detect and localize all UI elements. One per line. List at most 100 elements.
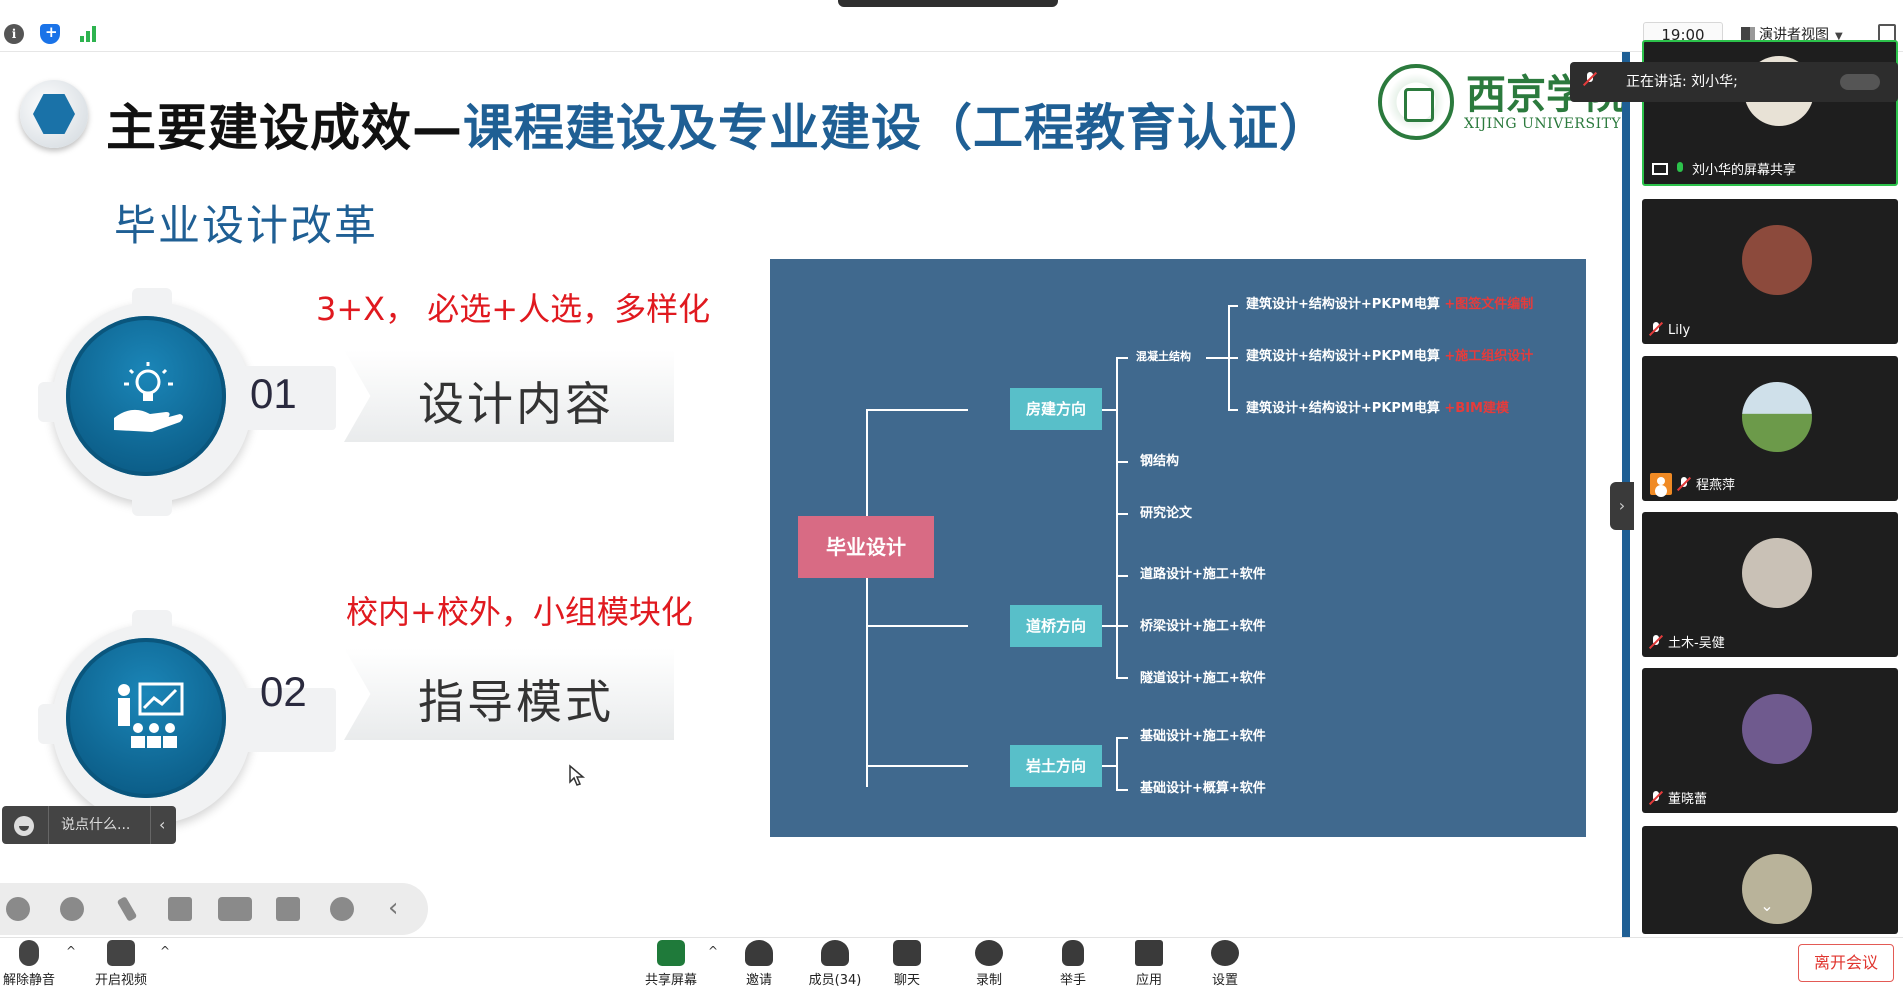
- scroll-down-icon[interactable]: ⌄: [1760, 896, 1774, 915]
- item-number: 02: [260, 668, 307, 715]
- item-gear: [38, 288, 336, 516]
- diagram-direction-node: 岩土方向: [1010, 745, 1102, 787]
- apps-button[interactable]: 应用: [1114, 940, 1184, 988]
- invite-icon: [745, 940, 773, 966]
- participant-name: Lily: [1650, 322, 1690, 338]
- item-label: 指导模式: [418, 675, 614, 729]
- participant-name: 土木-吴健: [1650, 632, 1725, 651]
- mic-muted-icon: [1650, 791, 1662, 805]
- emoji-icon[interactable]: [14, 816, 34, 836]
- raise-hand-icon: [1062, 940, 1084, 966]
- share-screen-button[interactable]: 共享屏幕: [636, 940, 706, 988]
- active-speaker-banner: 正在讲话: 刘小华;: [1570, 62, 1898, 102]
- participant-tile[interactable]: 董晓蕾: [1642, 668, 1898, 813]
- mic-on-icon: [1674, 162, 1686, 176]
- active-speaker-text: 正在讲话: 刘小华;: [1626, 74, 1738, 90]
- slide-subtitle: 毕业设计改革: [114, 201, 379, 250]
- shared-slide: 主要建设成效—课程建设及专业建设（工程教育认证） 西京学院 XIJING UNI…: [0, 52, 1622, 937]
- record-button[interactable]: 录制: [954, 940, 1024, 988]
- diagram-sub-node: 混凝土结构: [1136, 350, 1191, 363]
- network-signal-icon[interactable]: [78, 24, 98, 44]
- participant-tile[interactable]: Lily: [1642, 199, 1898, 344]
- invite-button[interactable]: 邀请: [724, 940, 794, 988]
- participant-tile[interactable]: 程燕萍: [1642, 356, 1898, 501]
- diagram-direction-node: 道桥方向: [1010, 605, 1102, 647]
- collapse-panel-button[interactable]: ›: [1610, 482, 1634, 530]
- settings-button[interactable]: 设置: [1190, 940, 1260, 988]
- collapse-toolbar-icon[interactable]: ‹: [388, 893, 399, 923]
- mic-muted-icon: [1678, 477, 1690, 491]
- camera-icon[interactable]: [218, 897, 252, 921]
- diagram-sub-node: 钢结构: [1140, 454, 1180, 469]
- screenshot-icon[interactable]: [168, 897, 192, 921]
- avatar: [1742, 854, 1812, 924]
- slide-title-highlight: 课程建设及专业建设（工程教育认证）: [463, 99, 1330, 157]
- window-drag-handle[interactable]: [838, 0, 1058, 7]
- item-number: 01: [250, 370, 297, 417]
- teacher-presentation-icon: [66, 638, 226, 798]
- hexagon-bullet-icon: [20, 80, 88, 148]
- host-icon: [1650, 473, 1672, 495]
- info-icon[interactable]: i: [4, 24, 24, 44]
- unmute-button[interactable]: 解除静音: [0, 940, 64, 988]
- grid-view-icon: [1741, 27, 1755, 41]
- participant-name: 刘小华的屏幕共享: [1652, 159, 1796, 178]
- item-note: 3+X， 必选+人选，多样化: [316, 290, 711, 328]
- raise-hand-button[interactable]: 举手: [1038, 940, 1108, 988]
- item-note: 校内+校外，小组模块化: [346, 593, 693, 631]
- item-banner: [344, 350, 674, 442]
- annotation-toggle-icon[interactable]: [1840, 74, 1880, 90]
- share-screen-icon: [657, 940, 685, 966]
- chat-icon: [893, 940, 921, 966]
- presenter-slide-toolbar: ‹: [0, 883, 428, 935]
- diagram-leaf-node: 建筑设计+结构设计+PKPM电算 +BIM建模: [1246, 401, 1509, 416]
- share-options-caret[interactable]: ^: [708, 944, 719, 958]
- participant-tile[interactable]: [1642, 826, 1898, 934]
- diagram-sub-node: 隧道设计+施工+软件: [1140, 671, 1266, 686]
- university-logo: 西京学院 XIJING UNIVERSITY: [1378, 60, 1622, 150]
- logo-english-name: XIJING UNIVERSITY: [1464, 116, 1622, 132]
- graduation-design-tree-diagram: 毕业设计 房建方向 混凝土结构 建筑设计+结构设计+PKPM电算 +图签文件编制…: [770, 259, 1586, 837]
- avatar: [1742, 225, 1812, 295]
- diagram-sub-node: 桥梁设计+施工+软件: [1140, 619, 1266, 634]
- more-options-icon[interactable]: [330, 897, 354, 921]
- view-mode-button[interactable]: 演讲者视图▼: [1733, 22, 1863, 48]
- pen-icon[interactable]: [116, 896, 138, 922]
- screen-share-icon: [1652, 163, 1668, 175]
- security-shield-icon[interactable]: [40, 23, 60, 44]
- avatar: [1742, 694, 1812, 764]
- chevron-down-icon: ▼: [1835, 31, 1843, 42]
- chat-input-placeholder[interactable]: 说点什么...: [48, 806, 130, 844]
- next-slide-icon[interactable]: [60, 897, 84, 921]
- chat-input-box[interactable]: 说点什么... ‹: [2, 806, 176, 844]
- lightbulb-hand-icon: [66, 316, 226, 476]
- item-gear: [38, 610, 336, 824]
- diagram-sub-node: 基础设计+概算+软件: [1140, 781, 1266, 796]
- gear-icon: [1211, 940, 1239, 966]
- participant-name: 董晓蕾: [1650, 788, 1707, 807]
- diagram-leaf-node: 建筑设计+结构设计+PKPM电算 +施工组织设计: [1246, 349, 1534, 364]
- comment-icon[interactable]: [276, 897, 300, 921]
- members-button[interactable]: 成员(34): [800, 940, 870, 988]
- diagram-root-node: 毕业设计: [798, 516, 934, 578]
- participant-tile[interactable]: 土木-吴健: [1642, 512, 1898, 657]
- avatar: [1742, 538, 1812, 608]
- members-icon: [821, 940, 849, 966]
- participant-name: 程燕萍: [1650, 473, 1735, 495]
- university-seal-icon: [1378, 64, 1454, 140]
- leave-meeting-button[interactable]: 离开会议: [1798, 944, 1894, 982]
- previous-slide-icon[interactable]: [6, 897, 30, 921]
- mic-muted-icon: [19, 940, 39, 966]
- video-options-caret[interactable]: ^: [160, 944, 171, 958]
- start-video-button[interactable]: 开启视频: [86, 940, 156, 988]
- audio-options-caret[interactable]: ^: [66, 944, 77, 958]
- apps-grid-icon: [1135, 940, 1163, 966]
- collapse-chat-icon[interactable]: ‹: [150, 806, 165, 844]
- mic-muted-icon: [1650, 322, 1662, 336]
- mic-muted-icon: [1584, 72, 1596, 86]
- diagram-sub-node: 基础设计+施工+软件: [1140, 729, 1266, 744]
- diagram-sub-node: 研究论文: [1140, 506, 1193, 521]
- slide-title-plain: 主要建设成效—: [106, 99, 463, 157]
- record-icon: [975, 940, 1003, 966]
- chat-button[interactable]: 聊天: [872, 940, 942, 988]
